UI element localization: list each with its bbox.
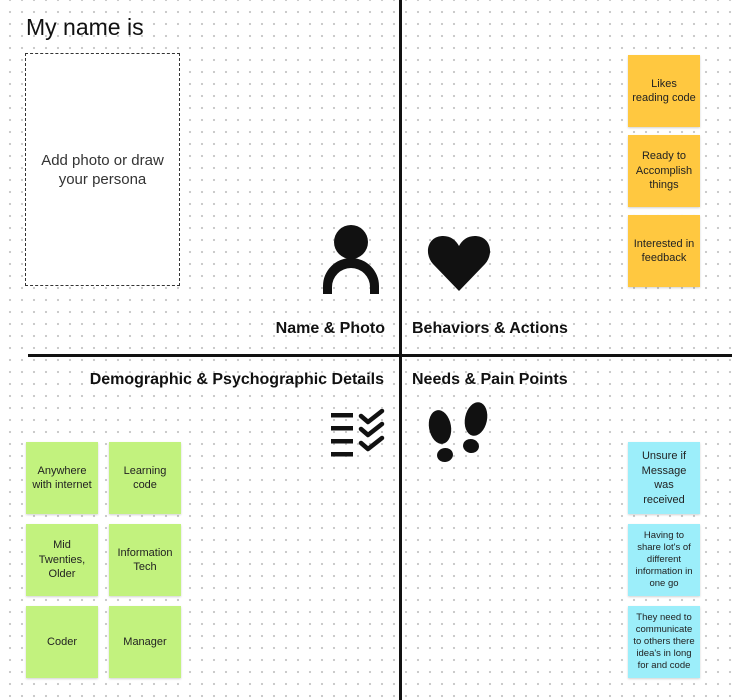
page-title: My name is: [26, 14, 144, 40]
sticky-note-demographic[interactable]: Mid Twenties, Older: [26, 524, 98, 596]
footprints-icon: [425, 400, 493, 466]
sticky-note-behavior[interactable]: Likes reading code: [628, 55, 700, 127]
person-icon: [321, 224, 381, 296]
sticky-note-text: Anywhere with internet: [32, 464, 92, 492]
sticky-note-text: Likes reading code: [632, 77, 696, 105]
sticky-note-pain-point[interactable]: They need to communicate to others there…: [628, 606, 700, 678]
sticky-note-demographic[interactable]: Coder: [26, 606, 98, 678]
checklist-icon: [330, 409, 386, 459]
sticky-note-text: Ready to Accomplish things: [635, 150, 693, 192]
sticky-note-behavior[interactable]: Interested in feedback: [628, 215, 700, 287]
sticky-note-demographic[interactable]: Manager: [109, 606, 181, 678]
photo-placeholder[interactable]: Add photo or draw your persona: [25, 53, 180, 286]
sticky-note-text: Coder: [47, 635, 77, 648]
sticky-note-demographic[interactable]: Information Tech: [109, 524, 181, 596]
sticky-note-text: Interested in feedback: [633, 237, 695, 265]
photo-placeholder-text: Add photo or draw your persona: [41, 151, 164, 188]
sticky-note-behavior[interactable]: Ready to Accomplish things: [628, 135, 700, 207]
sticky-note-demographic[interactable]: Learning code: [109, 442, 181, 514]
sticky-note-pain-point[interactable]: Unsure if Message was received: [628, 442, 700, 514]
section-label-needs: Needs & Pain Points: [412, 371, 568, 388]
sticky-note-pain-point[interactable]: Having to share lot's of different infor…: [628, 524, 700, 596]
vertical-divider: [399, 0, 402, 700]
heart-icon: [427, 234, 491, 292]
sticky-note-text: Having to share lot's of different infor…: [635, 530, 693, 589]
section-label-name-photo: Name & Photo: [275, 320, 385, 337]
sticky-note-text: Information Tech: [117, 546, 173, 574]
horizontal-divider: [28, 354, 732, 357]
sticky-note-demographic[interactable]: Anywhere with internet: [26, 442, 98, 514]
sticky-note-text: Manager: [123, 635, 167, 648]
sticky-note-text: Mid Twenties, Older: [38, 539, 86, 581]
sticky-note-text: Learning code: [123, 464, 167, 492]
sticky-note-text: Unsure if Message was received: [641, 450, 687, 506]
sticky-note-text: They need to communicate to others there…: [633, 612, 695, 671]
section-label-demographic: Demographic & Psychographic Details: [89, 371, 384, 388]
section-label-behaviors: Behaviors & Actions: [412, 320, 568, 337]
